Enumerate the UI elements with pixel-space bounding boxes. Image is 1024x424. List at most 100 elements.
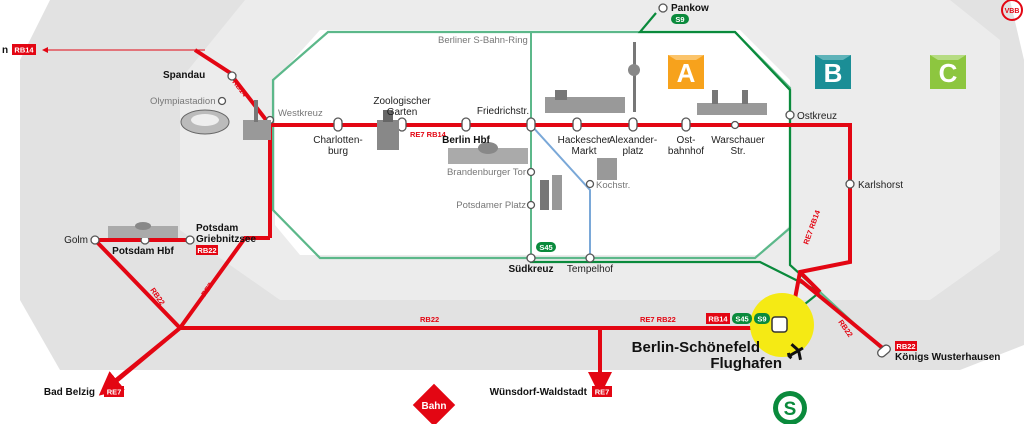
station-potsdamer[interactable]: [526, 200, 536, 210]
station-ostbahnhof[interactable]: [681, 117, 691, 132]
potsdamer-platz-icon: [540, 175, 562, 210]
svg-text:RB22: RB22: [896, 342, 915, 351]
station-spandau[interactable]: [227, 71, 237, 81]
badge-s45-airport: S45: [732, 313, 752, 324]
line-label-rb22-south: RB22: [420, 315, 439, 324]
label-alex-2: platz: [622, 146, 643, 157]
svg-text:S: S: [784, 399, 797, 420]
label-griebnitz-1: Potsdam: [196, 223, 238, 234]
station-tempelhof[interactable]: [585, 253, 595, 263]
kochstr-icon: [597, 158, 617, 180]
label-brandenburger: Brandenburger Tor: [447, 167, 526, 178]
station-airport[interactable]: [771, 316, 788, 333]
label-hackescher-2: Markt: [572, 146, 597, 157]
station-charlottenburg[interactable]: [333, 117, 343, 132]
label-alex-1: Alexander-: [609, 135, 657, 146]
svg-text:RE7: RE7: [107, 388, 122, 397]
zone-c-tile: C: [930, 55, 966, 89]
label-spandau: Spandau: [163, 70, 205, 81]
label-airport-1: Berlin-Schönefeld: [632, 339, 760, 356]
label-warschauer-2: Str.: [730, 146, 745, 157]
svg-text:RB22: RB22: [197, 246, 216, 255]
airplane-icon: [786, 343, 804, 361]
svg-text:S45: S45: [735, 315, 748, 324]
svg-text:S45: S45: [539, 243, 552, 252]
label-kochstr: Kochstr.: [596, 180, 630, 191]
badge-rb14-airport: RB14: [706, 313, 730, 324]
badge-s9-airport: S9: [754, 313, 770, 324]
label-zoo-1: Zoologischer: [373, 96, 431, 107]
label-zoo-2: Garten: [387, 107, 418, 118]
sanssouci-icon: [108, 222, 178, 238]
svg-text:B: B: [824, 58, 843, 88]
label-westkreuz: Westkreuz: [278, 108, 323, 119]
label-ostbahnhof-2: bahnhof: [668, 146, 704, 157]
badge-s9-pankow: S9: [671, 14, 689, 24]
svg-text:RE7: RE7: [595, 388, 610, 397]
svg-text:S9: S9: [757, 315, 766, 324]
oberbaumbruecke-icon: [697, 90, 767, 115]
label-karlshorst: Karlshorst: [858, 180, 903, 191]
bahn-logo: Bahn: [412, 383, 456, 424]
badge-re7-belzig: RE7: [104, 386, 124, 397]
label-wuensdorf: Wünsdorf-Waldstadt: [490, 387, 588, 398]
station-alexanderplatz[interactable]: [628, 117, 638, 132]
station-zoo[interactable]: [397, 117, 407, 132]
svg-text:RB14: RB14: [14, 46, 34, 55]
label-charlottenburg-2: burg: [328, 146, 348, 157]
label-potsdam-hbf: Potsdam Hbf: [112, 246, 174, 257]
station-pankow[interactable]: [658, 3, 668, 13]
station-koenigs[interactable]: [876, 343, 892, 358]
station-griebnitzsee[interactable]: [185, 235, 195, 245]
label-ostkreuz: Ostkreuz: [797, 111, 837, 122]
station-friedrichstr[interactable]: [526, 117, 536, 132]
station-suedkreuz[interactable]: [526, 253, 536, 263]
zone-a-tile: A: [668, 55, 704, 89]
label-charlottenburg-1: Charlotten-: [313, 135, 362, 146]
olympiastadion-icon: [180, 109, 230, 135]
svg-text:RB14: RB14: [708, 315, 728, 324]
label-warschauer-1: Warschauer: [711, 135, 765, 146]
badge-rb22-koenigs: RB22: [895, 341, 917, 351]
label-hbf: Berlin Hbf: [442, 135, 490, 146]
station-warschauer[interactable]: [730, 120, 740, 130]
label-friedrichstr: Friedrichstr.: [477, 106, 529, 117]
label-koenigs: Königs Wusterhausen: [895, 352, 1000, 363]
badge-re7-wuensdorf: RE7: [592, 386, 612, 397]
label-golm: Golm: [64, 235, 88, 246]
line-label-re7-rb14-center: RE7 RB14: [410, 130, 447, 139]
station-golm[interactable]: [90, 235, 100, 245]
label-pankow: Pankow: [671, 3, 709, 14]
station-brandenburger[interactable]: [526, 167, 536, 177]
zone-a-area: [275, 30, 790, 255]
station-ostkreuz[interactable]: [785, 110, 795, 120]
svg-text:Bahn: Bahn: [422, 401, 447, 412]
station-olympiastadion[interactable]: [217, 96, 227, 106]
label-griebnitz-2: Griebnitzsee: [196, 234, 256, 245]
zone-b-tile: B: [815, 55, 851, 89]
station-kochstr[interactable]: [585, 179, 595, 189]
label-bad-belzig: Bad Belzig: [44, 387, 95, 398]
label-hackescher-1: Hackescher: [558, 135, 611, 146]
badge-s45-suedkreuz: S45: [536, 242, 556, 252]
museum-island-icon: [545, 90, 625, 113]
label-olympiastadion: Olympiastadion: [150, 96, 215, 107]
badge-rb14-west: RB14: [12, 44, 36, 55]
label-nauen-fragment: n: [2, 45, 8, 56]
funkturm-icon: [243, 100, 271, 140]
station-hbf[interactable]: [461, 117, 471, 132]
station-hackescher[interactable]: [572, 117, 582, 132]
svg-text:S9: S9: [675, 15, 684, 24]
ring-label: Berliner S-Bahn-Ring: [438, 35, 528, 46]
label-potsdamer: Potsdamer Platz: [456, 200, 526, 211]
svg-text:VBB: VBB: [1005, 8, 1020, 15]
gedaechtniskirche-icon: [377, 110, 399, 150]
line-to-tempelhof: [530, 124, 591, 258]
sbahn-logo: S: [773, 391, 807, 424]
reichstag-icon: [448, 142, 528, 164]
label-tempelhof: Tempelhof: [567, 264, 613, 275]
svg-text:A: A: [677, 58, 696, 88]
label-ostbahnhof-1: Ost-: [677, 135, 696, 146]
station-karlshorst[interactable]: [845, 179, 855, 189]
